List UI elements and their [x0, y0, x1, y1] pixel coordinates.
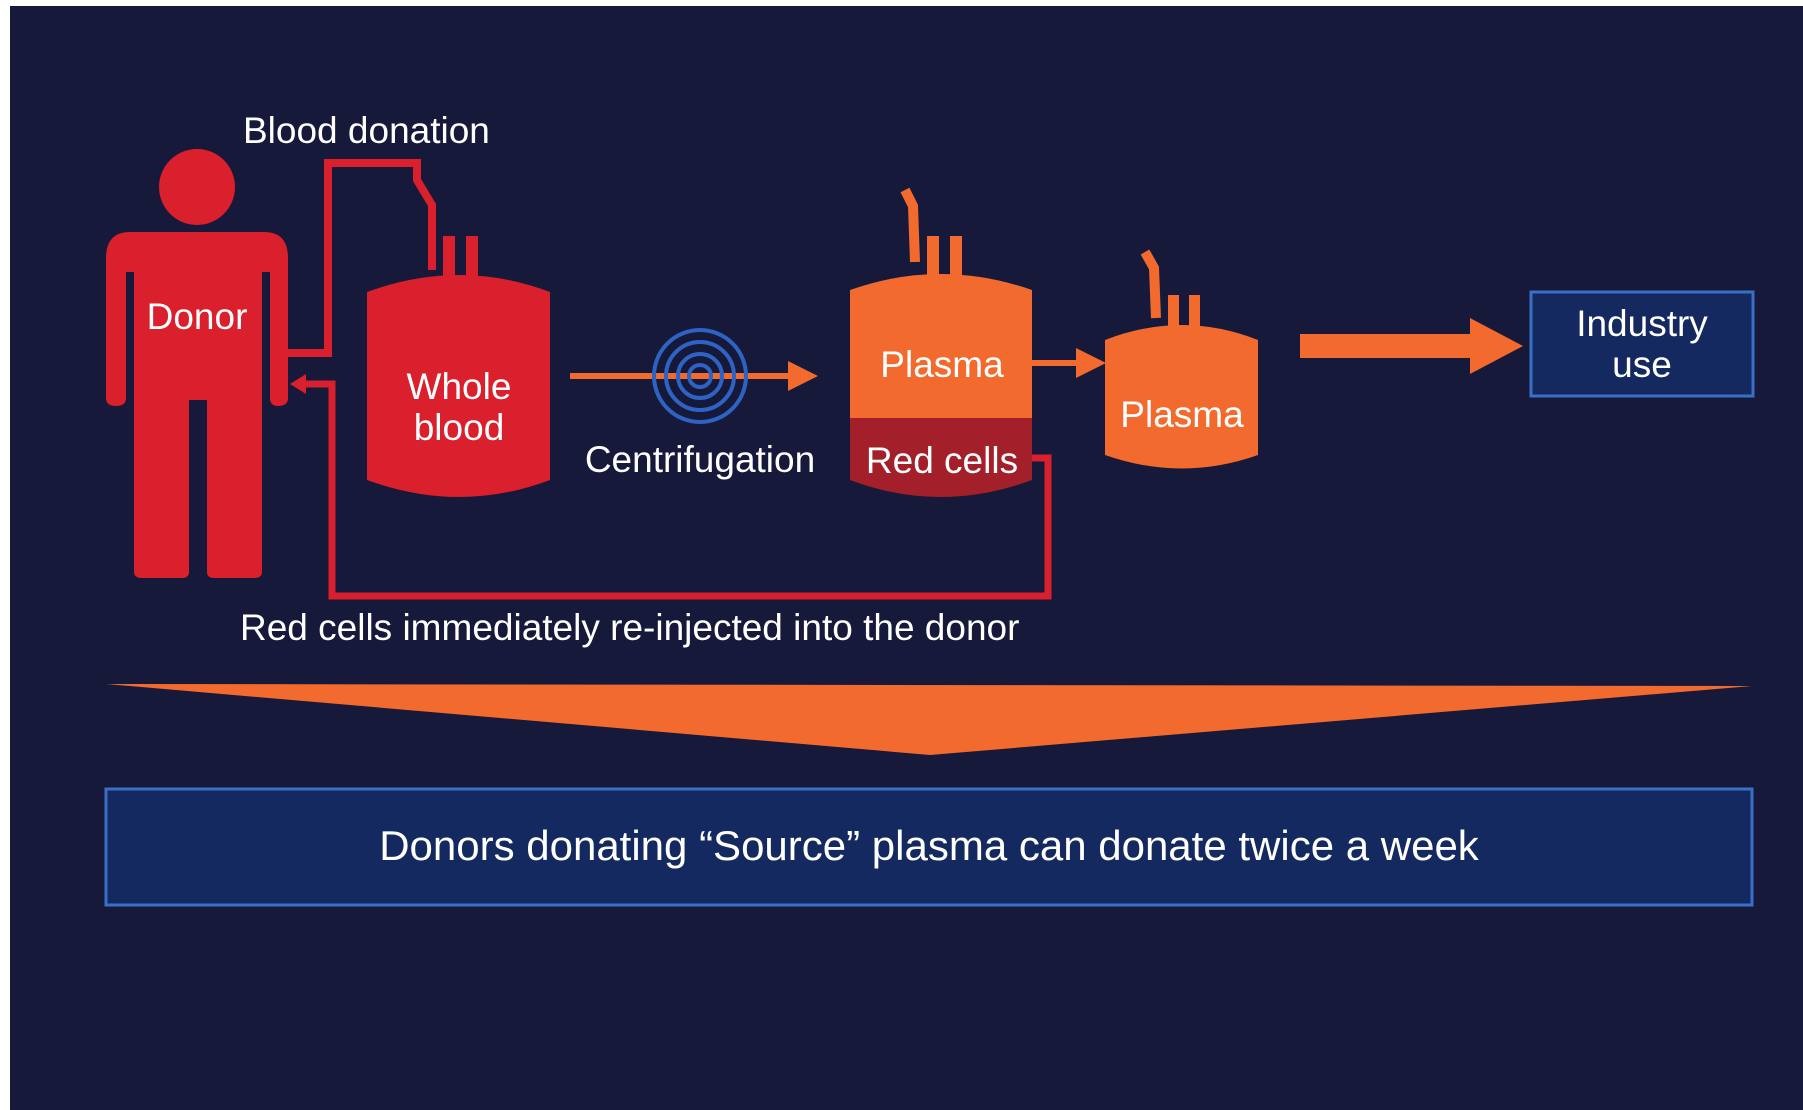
whole-blood-label-line1: Whole [407, 366, 512, 407]
red-cells-label: Red cells [866, 440, 1018, 481]
centrifugation-label: Centrifugation [585, 439, 815, 480]
donor-label: Donor [147, 296, 248, 337]
slide-background [10, 6, 1803, 1110]
plasma-bag-label: Plasma [1120, 394, 1244, 435]
conclusion-text: Donors donating “Source” plasma can dona… [379, 822, 1480, 869]
industry-use-label-line2: use [1612, 344, 1672, 385]
reinjection-label: Red cells immediately re-injected into t… [240, 607, 1019, 648]
blood-donation-label: Blood donation [243, 110, 490, 151]
plasma-in-bag-label: Plasma [880, 344, 1004, 385]
industry-use-label-line1: Industry [1576, 303, 1708, 344]
whole-blood-label-line2: blood [414, 407, 505, 448]
